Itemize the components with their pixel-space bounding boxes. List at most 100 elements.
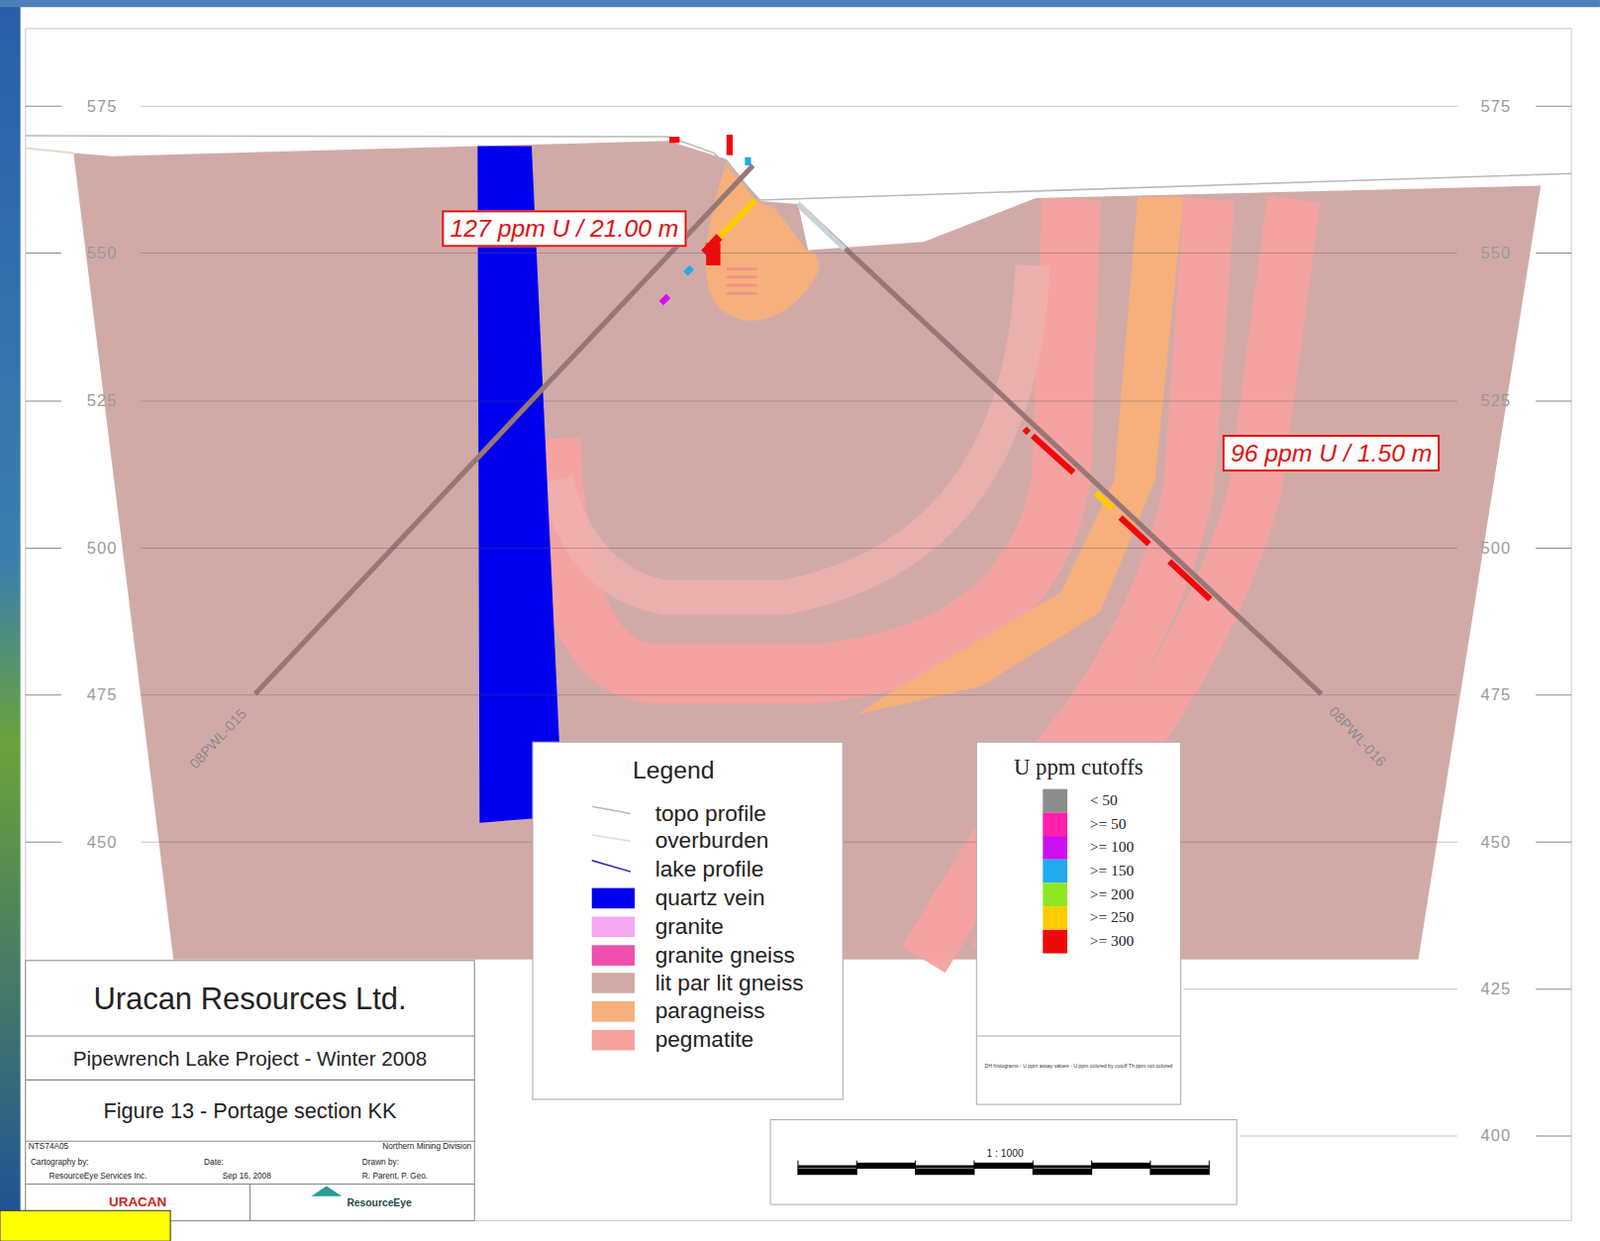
legend-text: >= 300 bbox=[1090, 932, 1134, 950]
legend-swatch bbox=[592, 888, 635, 909]
histogram-bar bbox=[726, 284, 758, 288]
elevation-label: 525 bbox=[87, 392, 118, 410]
page-edge bbox=[0, 0, 21, 1241]
assay-interval bbox=[1032, 435, 1074, 473]
scale-tick bbox=[1208, 1160, 1210, 1175]
legend-text: granite gneiss bbox=[655, 942, 796, 968]
legend-swatch bbox=[1042, 788, 1068, 812]
quartz-vein bbox=[477, 145, 559, 822]
figure-title: Figure 13 - Portage section KK bbox=[103, 1098, 398, 1122]
scale-tick bbox=[1091, 1160, 1093, 1175]
drillhole-id: 08PWL-016 bbox=[1325, 703, 1390, 771]
scale-box bbox=[770, 1119, 1237, 1205]
scale-label: 1 : 1000 bbox=[987, 1147, 1024, 1159]
tick-stub bbox=[25, 105, 62, 107]
legend-text: topo profile bbox=[655, 800, 767, 826]
scale-tick bbox=[973, 1160, 975, 1175]
title-block-rule bbox=[25, 1035, 475, 1037]
tick-stub bbox=[1535, 841, 1572, 843]
scale-segment bbox=[856, 1162, 915, 1169]
elevation-label: 450 bbox=[87, 832, 118, 851]
title-block bbox=[25, 960, 475, 1221]
legend-swatch bbox=[1042, 882, 1068, 906]
mining-division: Northern Mining Division bbox=[382, 1142, 472, 1152]
legend-title: Legend bbox=[632, 757, 715, 785]
assay-interval bbox=[1120, 517, 1150, 545]
elevation-label: 525 bbox=[1481, 392, 1512, 410]
elevation-label: 500 bbox=[87, 538, 118, 557]
company-logo: URACAN bbox=[108, 1195, 167, 1210]
legend-box bbox=[532, 741, 843, 1100]
elevation-label: 550 bbox=[1481, 244, 1512, 263]
field-value: Sep 16, 2008 bbox=[222, 1172, 272, 1182]
assay-interval bbox=[661, 296, 669, 303]
legend-title: U ppm cutoffs bbox=[1013, 755, 1144, 781]
page-edge bbox=[0, 0, 1600, 7]
tick-stub bbox=[25, 252, 62, 254]
elevation-label: 500 bbox=[1481, 538, 1512, 557]
overburden-sample bbox=[592, 834, 631, 841]
scale-segment bbox=[1032, 1168, 1092, 1175]
overburden-line bbox=[25, 147, 74, 153]
elevation-label: 425 bbox=[1481, 980, 1512, 999]
legend-text: pegmatite bbox=[655, 1027, 755, 1053]
paragneiss-body bbox=[705, 161, 819, 321]
tick-stub bbox=[1535, 1135, 1572, 1137]
elevation-label: 550 bbox=[87, 244, 118, 263]
histogram-bar bbox=[726, 134, 733, 156]
legend-text: >= 200 bbox=[1090, 885, 1134, 902]
assay-interval bbox=[1024, 428, 1029, 433]
paragneiss-band bbox=[857, 197, 1185, 715]
legend-text: overburden bbox=[655, 828, 770, 854]
scale-tick bbox=[1149, 1160, 1151, 1175]
legend-swatch bbox=[1042, 905, 1068, 930]
scale-tick bbox=[856, 1160, 858, 1175]
drill-hole bbox=[255, 165, 754, 695]
legend-swatch bbox=[592, 944, 635, 966]
lake-sample bbox=[592, 860, 631, 872]
legend-text: >= 50 bbox=[1090, 814, 1127, 832]
tick-stub bbox=[25, 694, 62, 696]
grid-line bbox=[1239, 1135, 1458, 1137]
assay-interval bbox=[1096, 493, 1112, 508]
legend-text: quartz vein bbox=[655, 885, 766, 910]
map-sheet: NTS74A05 bbox=[28, 1142, 69, 1152]
legend-text: lake profile bbox=[655, 857, 765, 883]
elevation-label: 475 bbox=[1481, 686, 1512, 704]
tick-stub bbox=[1535, 694, 1572, 696]
tick-stub bbox=[1535, 400, 1572, 402]
tick-stub bbox=[25, 547, 62, 549]
scale-tick bbox=[1032, 1160, 1034, 1175]
elevation-label: 575 bbox=[87, 97, 118, 115]
scale-segment bbox=[1150, 1168, 1209, 1175]
field-name: Cartography by: bbox=[30, 1157, 90, 1167]
callout-text: 127 ppm U / 21.00 m bbox=[449, 214, 679, 242]
field-name: Drawn by: bbox=[362, 1157, 400, 1167]
elevation-label: 575 bbox=[1481, 97, 1512, 115]
title-block-rule bbox=[25, 1140, 475, 1142]
field-value: R. Parent, P. Geo. bbox=[362, 1172, 428, 1182]
legend-swatch bbox=[1042, 928, 1068, 953]
field-value: ResourceEye Services Inc. bbox=[48, 1172, 147, 1182]
legend-swatch bbox=[1042, 835, 1068, 860]
scale-tick bbox=[914, 1160, 916, 1175]
legend-text: lit par lit gneiss bbox=[655, 970, 804, 996]
topo-sample bbox=[592, 805, 631, 813]
sheet-frame bbox=[25, 28, 1572, 1221]
grid-line bbox=[140, 547, 1457, 549]
assay-callout: 96 ppm U / 1.50 m bbox=[1222, 434, 1441, 473]
logo-mark bbox=[310, 1186, 342, 1197]
legend-swatch bbox=[592, 972, 635, 994]
callout-text: 96 ppm U / 1.50 m bbox=[1230, 439, 1432, 467]
assay-callout: 127 ppm U / 21.00 m bbox=[441, 209, 687, 248]
histogram-bar bbox=[726, 267, 758, 271]
legend-note: DH histograms - U ppm assay values - U p… bbox=[984, 1063, 1173, 1070]
grid-line bbox=[140, 105, 1457, 107]
tick-stub bbox=[1535, 547, 1572, 549]
scale-tick bbox=[797, 1160, 799, 1175]
histogram-bar bbox=[726, 292, 758, 296]
company-logo: ResourceEye bbox=[346, 1196, 411, 1207]
tick-stub bbox=[1535, 252, 1572, 254]
divider bbox=[976, 1035, 1181, 1037]
